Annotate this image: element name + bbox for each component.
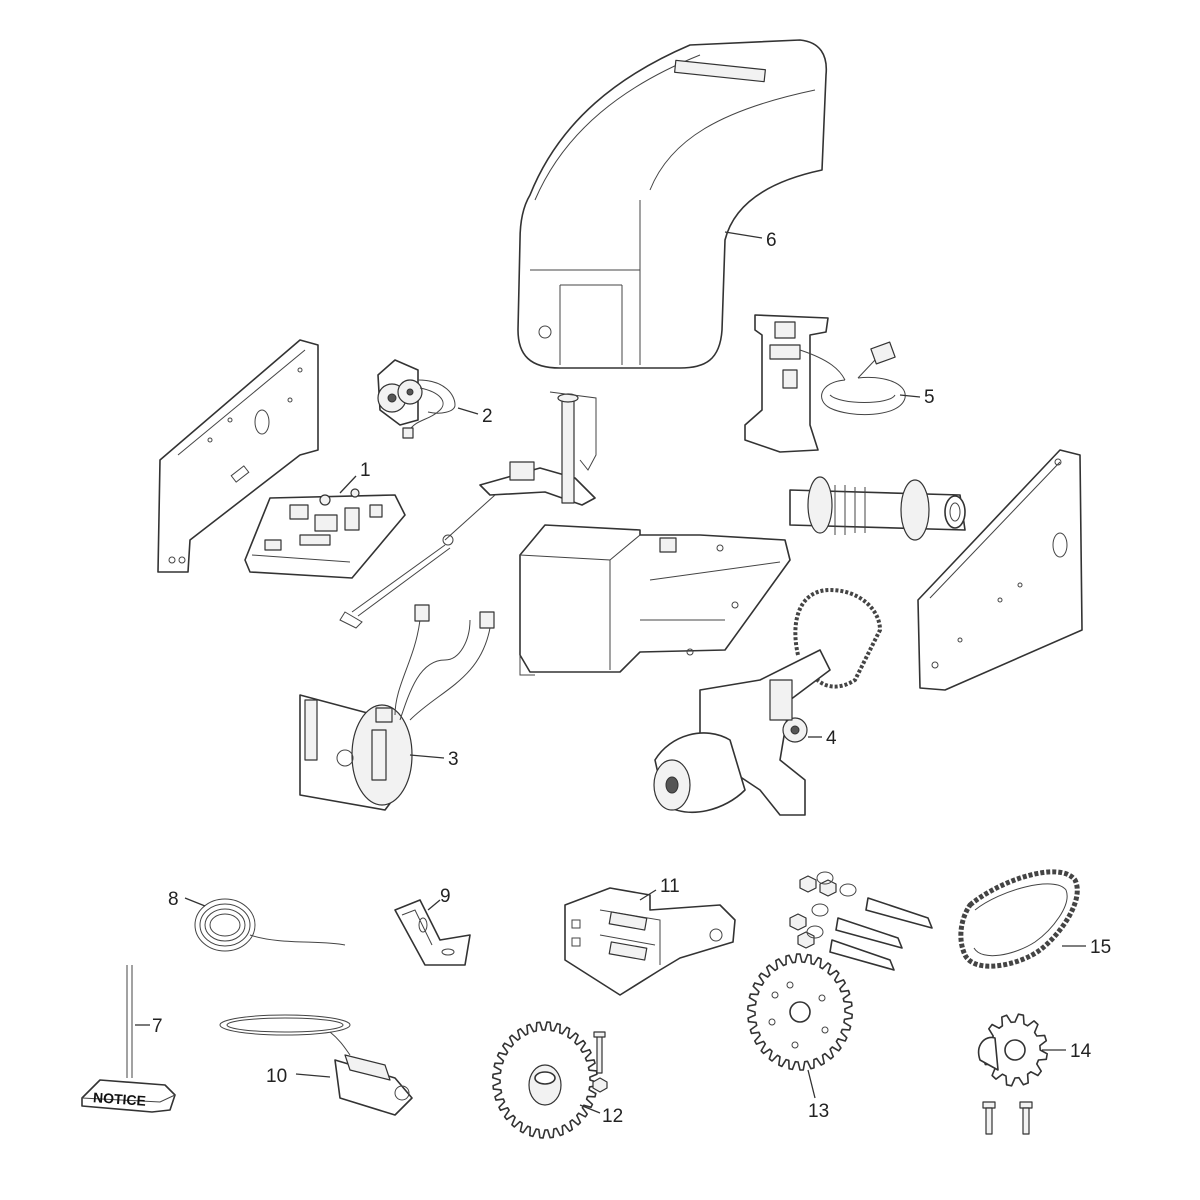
callout-7: 7 <box>152 1016 163 1037</box>
callout-5: 5 <box>924 387 935 408</box>
left-side-plate <box>157 339 319 573</box>
callout-11: 11 <box>660 876 680 897</box>
part-10-safety-sensor <box>219 1014 413 1116</box>
chassis-base <box>519 524 791 676</box>
drive-shaft-assembly <box>789 476 966 541</box>
callout-3: 3 <box>448 749 459 770</box>
callout-9: 9 <box>440 886 451 907</box>
callout-12: 12 <box>602 1106 623 1127</box>
notice-text: NOTICE <box>93 1089 147 1109</box>
part-8-wire-coil <box>184 897 346 952</box>
part-2-limit-assembly <box>377 359 479 439</box>
callout-14: 14 <box>1070 1041 1092 1062</box>
right-side-plate <box>917 449 1083 691</box>
part-6-cover <box>517 39 828 369</box>
part-3-transformer <box>299 604 495 811</box>
callout-13: 13 <box>808 1101 829 1122</box>
part-14-small-sprocket <box>977 1013 1066 1135</box>
callout-6: 6 <box>766 230 777 251</box>
hardware-fasteners <box>789 871 933 971</box>
part-5-cord-bracket <box>744 314 921 453</box>
part-9-angle-bracket <box>394 899 471 966</box>
callout-1: 1 <box>360 460 371 481</box>
part-12-sprocket-hub <box>492 1021 608 1139</box>
trolley-bracket-assembly <box>339 391 597 629</box>
callout-15: 15 <box>1090 937 1111 958</box>
callout-8: 8 <box>168 889 179 910</box>
callout-2: 2 <box>482 406 493 427</box>
part-15-chain <box>958 869 1086 969</box>
part-7-notice-tag: NOTICE <box>81 965 176 1113</box>
part-1-logic-board <box>244 475 406 579</box>
part-11-mounting-bracket <box>564 887 736 996</box>
callout-10: 10 <box>266 1066 287 1087</box>
callout-4: 4 <box>826 728 837 749</box>
part-4-motor-assembly <box>653 587 883 816</box>
part-13-sprocket <box>747 953 853 1099</box>
